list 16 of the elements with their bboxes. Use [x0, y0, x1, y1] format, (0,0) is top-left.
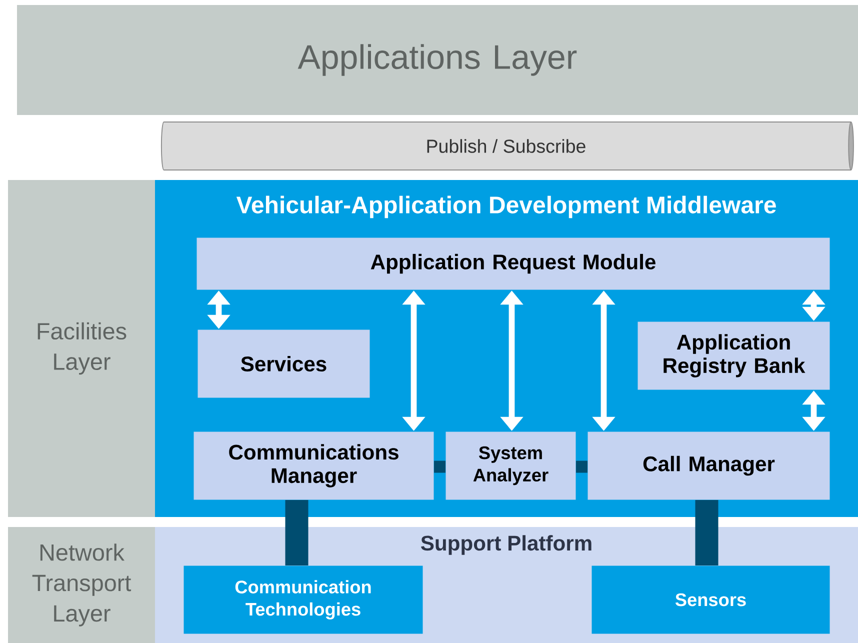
module-box: Call Manager	[588, 432, 830, 500]
connector-bar	[434, 460, 446, 473]
module-box: System Analyzer	[446, 432, 576, 500]
layer-band: Network Transport Layer	[8, 527, 155, 643]
connector-bar	[285, 500, 308, 566]
connector-bar	[576, 460, 588, 473]
technology-box: Sensors	[592, 566, 830, 634]
module-box: Application Registry Bank	[638, 322, 830, 390]
module-box: Communications Manager	[194, 432, 434, 500]
layer-band: Facilities Layer	[8, 180, 155, 517]
pipe-cylinder: Publish / Subscribe	[160, 122, 854, 170]
module-box: Services	[198, 330, 370, 398]
technology-box: Communication Technologies	[184, 566, 423, 634]
layer-band: Applications Layer	[17, 5, 858, 115]
connector-bar	[695, 500, 718, 566]
module-box: Application Request Module	[196, 238, 830, 290]
